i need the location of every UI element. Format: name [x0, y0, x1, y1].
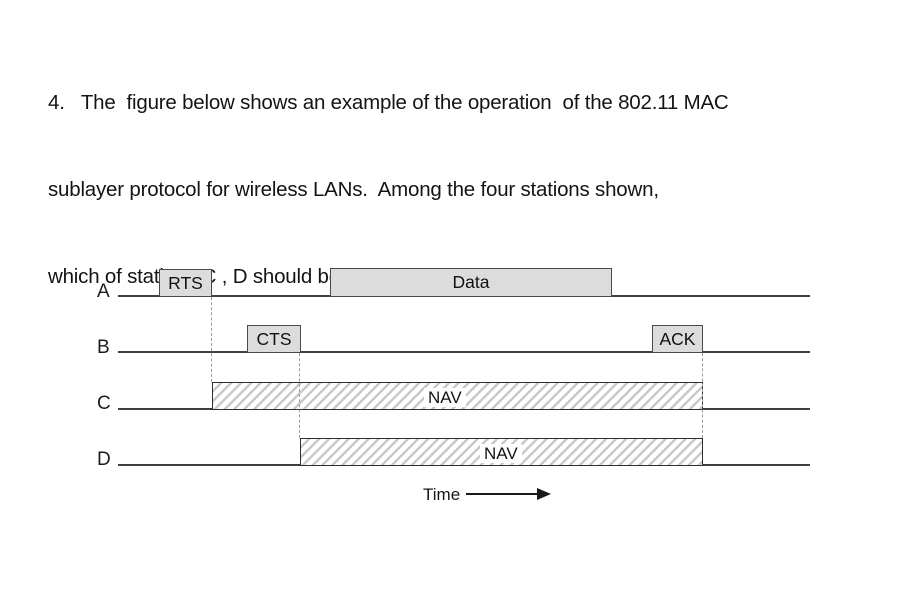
data-frame: Data — [330, 268, 612, 297]
nav-label-c: NAV — [424, 388, 466, 407]
dashed-line-ack-end — [702, 353, 703, 438]
time-axis-label: Time — [423, 485, 461, 504]
question-line-1: 4. The figure below shows an example of … — [48, 91, 729, 114]
cts-frame-label: CTS — [256, 328, 292, 349]
question-text: 4. The figure below shows an example of … — [48, 30, 729, 349]
station-label-a: A — [97, 281, 110, 302]
ack-frame: ACK — [652, 325, 703, 353]
dashed-line-cts-end — [299, 353, 300, 438]
question-line-2: sublayer protocol for wireless LANs. Amo… — [48, 178, 659, 201]
rts-frame-label: RTS — [168, 272, 203, 293]
nav-label-d: NAV — [480, 444, 522, 463]
station-label-b: B — [97, 337, 110, 358]
dashed-line-rts-end — [211, 297, 212, 382]
ack-frame-label: ACK — [659, 328, 696, 349]
data-frame-label: Data — [452, 272, 490, 292]
station-label-c: C — [97, 393, 111, 414]
time-arrow-line — [466, 493, 538, 495]
time-arrow-head-icon — [537, 488, 551, 500]
station-label-d: D — [97, 449, 111, 470]
timeline-b — [118, 351, 810, 353]
rts-frame: RTS — [159, 269, 212, 297]
cts-frame: CTS — [247, 325, 301, 353]
